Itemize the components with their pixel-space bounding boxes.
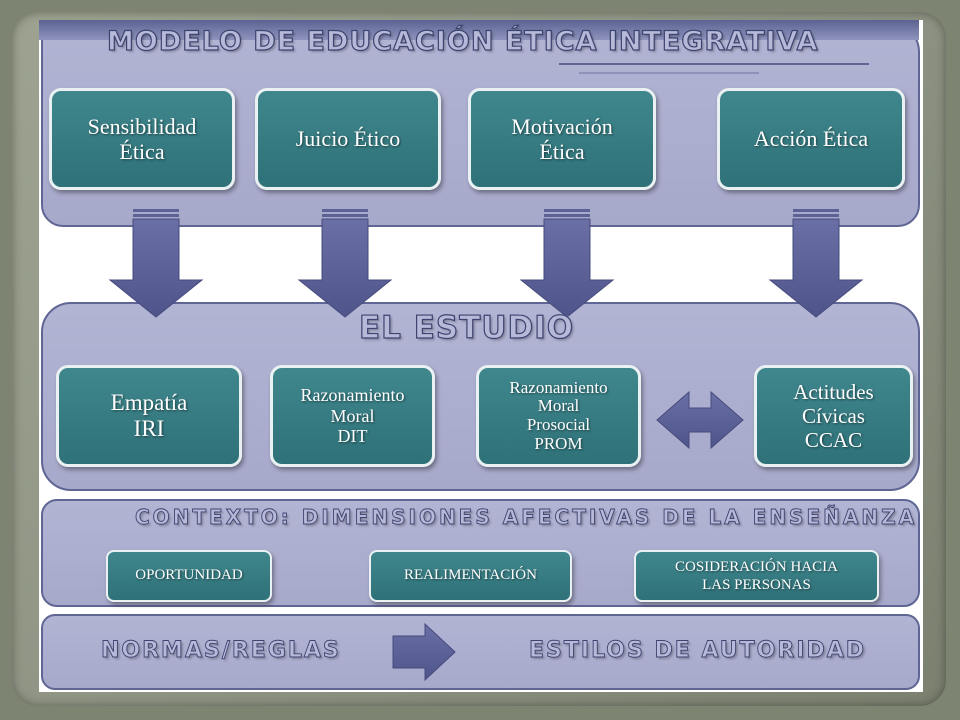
right-arrow — [392, 622, 456, 682]
context-item-realimentacion: REALIMENTACIÓN — [369, 550, 572, 602]
down-arrow-1 — [108, 209, 204, 318]
authority-styles-label: ESTILOS DE AUTORIDAD — [529, 638, 867, 664]
component-label: Acción Ética — [753, 126, 869, 152]
context-item-oportunidad: OPORTUNIDAD — [106, 550, 272, 602]
norms-panel — [41, 614, 920, 690]
diagram-title: MODELO DE EDUCACIÓN ÉTICA INTEGRATIVA — [106, 25, 819, 57]
double-arrow — [656, 390, 744, 450]
context-item-consideracion: COSIDERACIÓN HACIA LAS PERSONAS — [634, 550, 879, 602]
title-accent-line — [559, 63, 869, 65]
measure-label: Empatía IRI — [110, 389, 188, 441]
measure-label: Razonamiento Moral DIT — [300, 384, 405, 447]
measure-label: Actitudes Cívicas CCAC — [793, 379, 874, 453]
context-item-label: COSIDERACIÓN HACIA LAS PERSONAS — [675, 559, 838, 593]
context-title: CONTEXTO: DIMENSIONES AFECTIVAS DE LA EN… — [135, 505, 918, 530]
context-item-label: OPORTUNIDAD — [135, 567, 243, 584]
component-juicio-etico: Juicio Ético — [255, 88, 441, 190]
down-arrow-2 — [297, 209, 393, 318]
component-label: Juicio Ético — [295, 126, 401, 152]
component-motivacion-etica: Motivación Ética — [468, 88, 656, 190]
arrows-layer — [108, 209, 864, 682]
measure-razonamiento-moral-prosocial-prom: Razonamiento Moral Prosocial PROM — [476, 365, 641, 467]
component-accion-etica: Acción Ética — [717, 88, 905, 190]
component-label: Motivación Ética — [511, 113, 613, 164]
title-accent-line-2 — [579, 72, 759, 74]
measure-empatia-iri: Empatía IRI — [56, 365, 242, 467]
component-label: Sensibilidad Ética — [87, 113, 197, 164]
measure-label: Razonamiento Moral Prosocial PROM — [509, 377, 608, 453]
norms-label: NORMAS/REGLAS — [101, 638, 341, 664]
study-title: EL ESTUDIO — [358, 309, 575, 346]
context-item-label: REALIMENTACIÓN — [404, 567, 537, 584]
down-arrow-4 — [768, 209, 864, 318]
down-arrow-3 — [519, 209, 615, 318]
component-sensibilidad-etica: Sensibilidad Ética — [49, 88, 235, 190]
measure-razonamiento-moral-dit: Razonamiento Moral DIT — [270, 365, 435, 467]
measure-actitudes-civicas-ccac: Actitudes Cívicas CCAC — [754, 365, 913, 467]
diagram-canvas: MODELO DE EDUCACIÓN ÉTICA INTEGRATIVA Se… — [39, 20, 923, 692]
title-band — [39, 20, 919, 40]
